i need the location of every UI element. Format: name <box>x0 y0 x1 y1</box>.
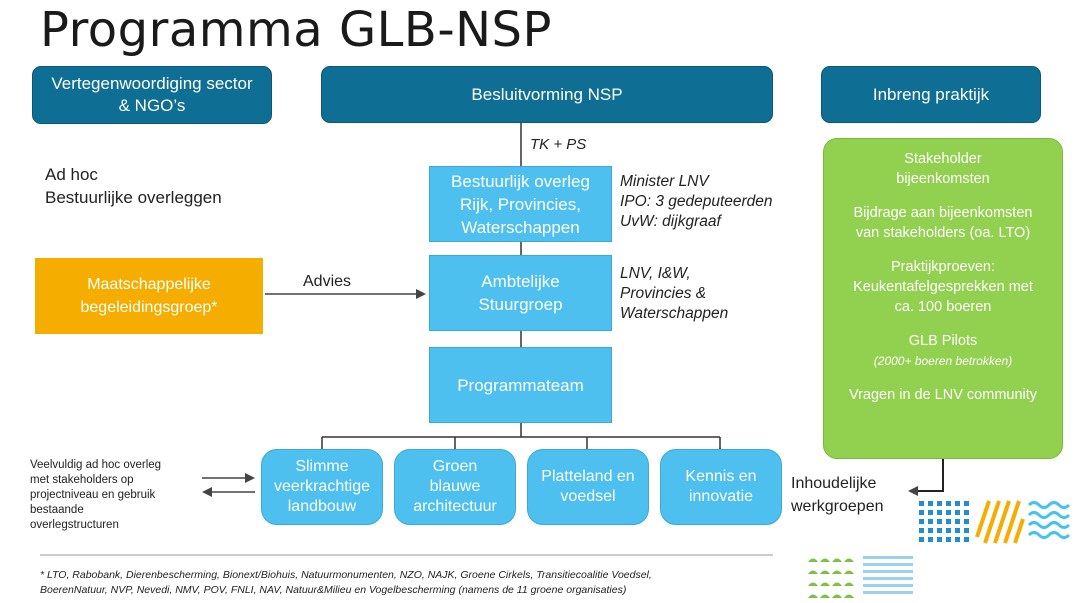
header-center-label: Besluitvorming NSP <box>471 84 623 104</box>
overleg-line3: projectniveau en gebruik <box>30 489 156 501</box>
maatschappelijk-line2: begeleidingsgroep* <box>80 299 218 316</box>
ws1-line3: landbouw <box>287 498 357 515</box>
header-right-label: Inbreng praktijk <box>872 84 990 104</box>
ws4-line2: innovatie <box>688 488 754 505</box>
tk-ps-label: TK + PS <box>530 136 587 153</box>
praktijk-stakeholders-2: bijeenkomsten <box>896 171 990 187</box>
ws4-line1: Kennis en <box>685 468 757 485</box>
bestuurlijk-member2: IPO: 3 gedeputeerden <box>620 193 773 210</box>
bestuurlijk-line3: Waterschappen <box>461 217 580 237</box>
ws1-line1: Slimme <box>295 458 349 475</box>
ambtelijke-stuurgroep-box: Ambtelijke Stuurgroep <box>429 255 612 331</box>
ad-hoc-line1: Ad hoc <box>45 165 98 184</box>
decorative-pattern-top <box>919 500 1071 544</box>
header-besluitvorming: Besluitvorming NSP <box>321 66 773 123</box>
praktijk-bijdrage-2: van stakeholders (oa. LTO) <box>855 225 1031 241</box>
ambtelijk-member2: Provincies & <box>620 285 707 302</box>
ws3-line1: Platteland en <box>541 468 635 485</box>
praktijk-proeven-3: ca. 100 boeren <box>894 299 992 315</box>
ws1-line2: veerkrachtige <box>273 478 371 495</box>
praktijk-stakeholders-1: Stakeholder <box>904 151 982 167</box>
praktijk-pilots-sub: (2000+ boeren betrokken) <box>873 354 1013 368</box>
ambtelijk-member1: LNV, I&W, <box>620 265 691 282</box>
advies-label: Advies <box>303 273 352 290</box>
overleg-line4: bestaande <box>30 504 84 516</box>
header-left-line1: Vertegenwoordiging sector <box>51 74 253 93</box>
footnote-line1: * LTO, Rabobank, Dierenbescherming, Bion… <box>40 569 652 581</box>
bestuurlijk-member1: Minister LNV <box>620 173 709 190</box>
ws2-line2: blauwe <box>429 478 481 495</box>
footnote-line2: BoerenNatuur, NVP, Nevedi, NMV, POV, FNL… <box>40 584 627 596</box>
programmateam-box: Programmateam <box>429 347 612 423</box>
werkgroepen-line2: werkgroepen <box>791 498 884 515</box>
ambtelijk-line2: Stuurgroep <box>478 295 563 314</box>
maatschappelijke-begeleidingsgroep-box: Maatschappelijke begeleidingsgroep* <box>35 258 263 334</box>
bestuurlijk-member3: UvW: dijkgraaf <box>620 213 721 230</box>
overleg-line5: overlegstructuren <box>30 519 119 531</box>
bestuurlijk-line1: Bestuurlijk overleg <box>451 171 590 191</box>
praktijk-pilots: GLB Pilots <box>908 333 978 349</box>
ambtelijk-line1: Ambtelijke <box>481 272 560 291</box>
header-left-line2: & NGO’s <box>118 96 186 115</box>
page-title: Programma GLB-NSP <box>40 2 552 58</box>
ws3-line2: voedsel <box>560 488 616 505</box>
footnote: * LTO, Rabobank, Dierenbescherming, Bion… <box>40 568 780 598</box>
header-vertegenwoordiging: Vertegenwoordiging sector & NGO’s <box>32 66 272 124</box>
header-inbreng-praktijk: Inbreng praktijk <box>821 66 1041 123</box>
bestuurlijk-overleg-box: Bestuurlijk overleg Rijk, Provincies, Wa… <box>429 166 612 242</box>
bestuurlijk-line2: Rijk, Provincies, <box>460 194 581 214</box>
ambtelijk-members: LNV, I&W, Provincies & Waterschappen <box>620 264 728 324</box>
bestuurlijk-members: Minister LNV IPO: 3 gedeputeerden UvW: d… <box>620 172 773 232</box>
ad-hoc-line2: Bestuurlijke overleggen <box>45 188 222 207</box>
maatschappelijk-line1: Maatschappelijke <box>87 276 211 293</box>
praktijk-proeven-1: Praktijkproeven: <box>891 259 995 275</box>
veelvuldig-overleg-note: Veelvuldig ad hoc overleg met stakeholde… <box>30 458 161 533</box>
praktijk-community: Vragen in de LNV community <box>848 387 1038 403</box>
programmateam-label: Programmateam <box>457 375 584 395</box>
overleg-line1: Veelvuldig ad hoc overleg <box>30 459 162 471</box>
werkgroepen-label: Inhoudelijke werkgroepen <box>791 472 884 518</box>
praktijk-proeven-2: Keukentafelgesprekken met <box>853 279 1033 295</box>
workstream-groen-blauwe-architectuur: Groen blauwe architectuur <box>394 449 516 525</box>
praktijk-bijdrage-1: Bijdrage aan bijeenkomsten <box>853 205 1033 221</box>
ad-hoc-note: Ad hoc Bestuurlijke overleggen <box>45 163 222 209</box>
decorative-pattern-bottom <box>808 556 913 598</box>
workstream-platteland-voedsel: Platteland en voedsel <box>527 449 649 525</box>
werkgroepen-line1: Inhoudelijke <box>791 475 877 492</box>
ws2-line1: Groen <box>432 458 478 475</box>
ws2-line3: architectuur <box>413 498 497 515</box>
workstream-slimme-landbouw: Slimme veerkrachtige landbouw <box>261 449 383 525</box>
ambtelijk-member3: Waterschappen <box>620 305 729 322</box>
overleg-line2: met stakeholders op <box>30 474 134 486</box>
inbreng-praktijk-box: Stakeholder bijeenkomsten Bijdrage aan b… <box>823 138 1063 459</box>
workstream-kennis-innovatie: Kennis en innovatie <box>660 449 782 525</box>
